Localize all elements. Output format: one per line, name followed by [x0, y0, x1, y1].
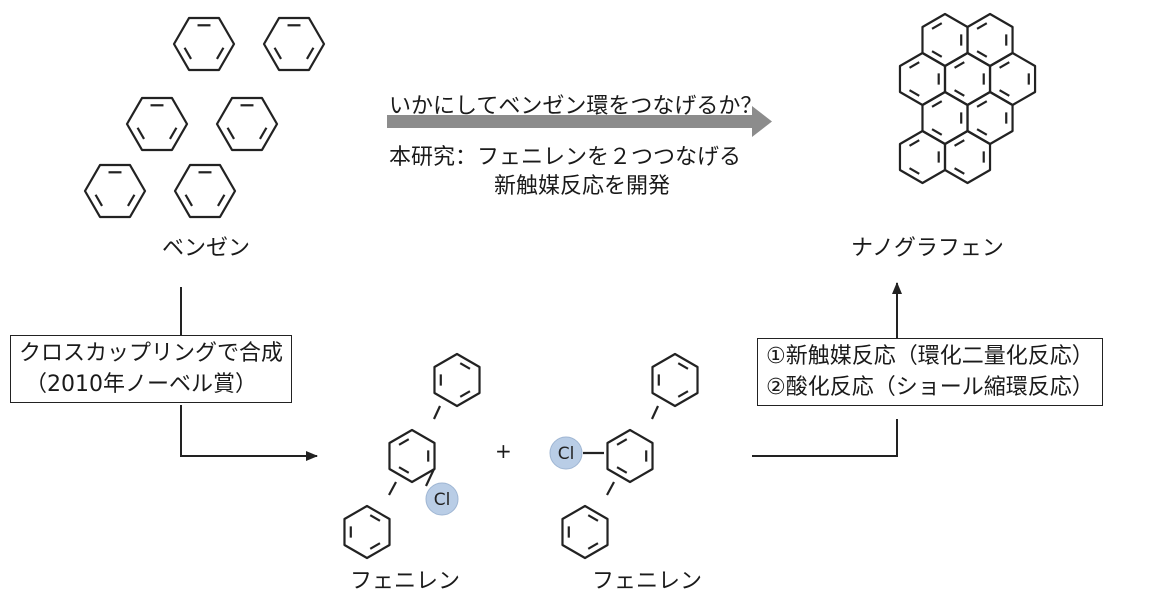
benzene-ring: [125, 96, 189, 152]
double-bond: [908, 167, 920, 175]
new-reaction-line2: ②酸化反応（ショール縮環反応）: [766, 375, 1094, 400]
cross-coupling-box: クロスカップリングで合成 （2010年ノーベル賞）: [10, 335, 293, 403]
double-bond: [94, 194, 103, 207]
double-bond: [259, 127, 268, 140]
question-text: いかにしてベンゼン環をつなげるか？: [389, 94, 763, 119]
double-bond: [587, 542, 599, 550]
benzene-ring: [83, 163, 147, 219]
double-bond: [908, 89, 920, 97]
benzene-ring: [173, 163, 237, 219]
chlorine-right-label: Cl: [558, 444, 575, 464]
benzene-ring: [172, 16, 236, 72]
double-bond: [931, 128, 943, 136]
double-bond: [127, 194, 136, 207]
nanographene-label: ナノグラフェン: [851, 236, 1004, 261]
phenylene-bottom-ring: [343, 504, 391, 560]
main-reaction-arrow: [387, 106, 772, 137]
double-bond: [306, 47, 315, 60]
double-bond: [459, 390, 471, 398]
double-bond: [953, 89, 965, 97]
double-bond: [217, 194, 226, 207]
double-bond: [616, 466, 628, 474]
single-bond: [388, 481, 397, 496]
new-reaction-line1: ①新触媒反応（環化二量化反応）: [766, 344, 1094, 369]
this-work-line2: 新触媒反応を開発: [494, 174, 671, 199]
cross-coupling-line2: （2010年ノーベル賞）: [25, 372, 257, 397]
single-bond: [425, 468, 435, 487]
phenylene-right-structure: [561, 352, 699, 560]
double-bond: [216, 47, 225, 60]
benzene-ring: [215, 96, 279, 152]
double-bond: [183, 47, 192, 60]
phenylene-top-ring: [651, 352, 699, 408]
double-bond: [976, 22, 988, 30]
this-work-line1: 本研究：フェニレンを２つつなげる: [389, 145, 742, 170]
single-bond: [606, 481, 615, 496]
chlorine-left: Cl: [425, 482, 459, 516]
phenylene-center-ring: [606, 428, 654, 484]
double-bond: [273, 47, 282, 60]
double-bond: [587, 514, 599, 522]
plus-sign: +: [495, 439, 512, 463]
nanographene-ring: [943, 129, 992, 185]
nanographene-structure: [898, 12, 1037, 185]
double-bond: [616, 438, 628, 446]
double-bond: [931, 50, 943, 58]
double-bond: [226, 127, 235, 140]
double-bond: [369, 542, 381, 550]
double-bond: [136, 127, 145, 140]
chlorine-right: Cl: [549, 436, 583, 470]
double-bond: [931, 100, 943, 108]
phenylene-top-ring: [433, 352, 481, 408]
left-flow-arrow: [180, 287, 318, 461]
benzene-molecules: [83, 16, 326, 219]
right-flow-arrow: [752, 282, 902, 457]
benzene-label: ベンゼン: [162, 236, 251, 261]
phenylene-left-structure: [343, 352, 481, 560]
phenylene-right-label: フェニレン: [592, 569, 703, 594]
double-bond: [976, 128, 988, 136]
double-bond: [369, 514, 381, 522]
cross-coupling-line1: クロスカップリングで合成: [19, 341, 284, 366]
double-bond: [459, 362, 471, 370]
double-bond: [953, 139, 965, 147]
double-bond: [931, 22, 943, 30]
chlorine-left-label: Cl: [434, 490, 451, 510]
double-bond: [677, 390, 689, 398]
double-bond: [976, 100, 988, 108]
double-bond: [908, 61, 920, 69]
new-reaction-box: ①新触媒反応（環化二量化反応） ②酸化反応（ショール縮環反応）: [757, 338, 1103, 406]
double-bond: [677, 362, 689, 370]
double-bond: [398, 438, 410, 446]
double-bond: [999, 89, 1010, 97]
phenylene-center-ring: [388, 428, 436, 484]
phenylene-left-label: フェニレン: [350, 569, 461, 594]
double-bond: [908, 139, 920, 147]
single-bond: [651, 405, 659, 420]
double-bond: [953, 167, 965, 175]
double-bond: [999, 61, 1010, 69]
double-bond: [953, 61, 965, 69]
benzene-ring: [262, 16, 326, 72]
double-bond: [398, 466, 410, 474]
double-bond: [184, 194, 193, 207]
double-bond: [976, 50, 988, 58]
single-bond: [433, 405, 441, 420]
double-bond: [169, 127, 178, 140]
phenylene-bottom-ring: [561, 504, 609, 560]
